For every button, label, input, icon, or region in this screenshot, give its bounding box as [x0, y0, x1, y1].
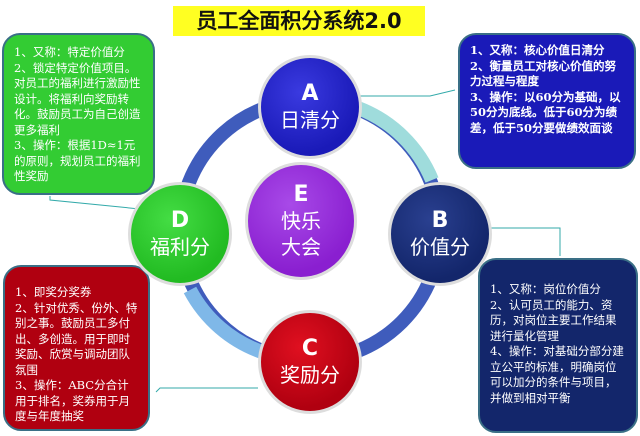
box-a-line: 2、衡量员工对核心价值的努力过程与程度 [470, 58, 617, 89]
box-c-line: 1、即奖分奖券 [15, 285, 92, 299]
box-b-line: 2、认可员工的能力、资历，对岗位主要工作结果进行量化管理 [490, 297, 617, 343]
node-d-label: 福利分 [150, 235, 210, 259]
info-box-c: 1、即奖分奖券 2、针对优秀、份外、特别之事。鼓励员工多付出、多创造。用于即时奖… [3, 265, 150, 431]
node-b-label: 价值分 [410, 235, 470, 259]
diagram-title: 员工全面积分系统2.0 [173, 6, 425, 36]
node-e-letter: E [293, 182, 309, 207]
box-d-line: 1、又称：特定价值分 [14, 45, 125, 59]
box-b-line: 1、又称：岗位价值分 [490, 282, 601, 296]
box-c-line: 2、针对优秀、份外、特别之事。鼓励员工多付出、多创造。用于即时奖励、欣赏与调动团… [15, 300, 138, 377]
node-c: C 奖励分 [258, 310, 362, 414]
node-e-line1: 快乐 [281, 209, 321, 233]
info-box-a: 1、又称：核心价值日清分 2、衡量员工对核心价值的努力过程与程度 3、操作：以6… [458, 33, 636, 169]
box-a-line: 3、操作：以60分为基础，以50分为底线。低于60分为绩差，低于50分要做绩效面… [470, 89, 621, 135]
box-c-line: 3、操作：ABC分合计用于排名，奖券用于月度与年度抽奖 [15, 378, 130, 423]
arrow-b [490, 227, 561, 256]
node-d: D 福利分 [128, 182, 232, 286]
ring-segment-ab [355, 101, 439, 183]
node-c-label: 奖励分 [280, 363, 340, 387]
node-a-letter: A [301, 81, 319, 106]
node-e-line2: 大会 [281, 235, 321, 259]
arrow-d [49, 196, 151, 211]
arrow-c [155, 387, 258, 393]
node-a: A 日清分 [258, 55, 362, 159]
node-b-letter: B [431, 208, 449, 233]
box-d-line: 2、锁定特定价值项目。对员工的福利进行激励性设计。将福利向奖励转化。鼓励员工为自… [14, 60, 141, 137]
node-d-letter: D [170, 208, 190, 233]
info-box-b: 1、又称：岗位价值分 2、认可员工的能力、资历，对岗位主要工作结果进行量化管理 … [478, 258, 638, 433]
box-b-line: 4、操作：对基础分部分建立公平的标准，明确岗位可以加分的条件与项目，并做到相对平… [490, 344, 624, 405]
box-a-line: 1、又称：核心价值日清分 [470, 43, 605, 57]
node-b: B 价值分 [388, 182, 492, 286]
node-e-center: E 快乐 大会 [245, 162, 357, 280]
arrow-a [360, 89, 456, 97]
box-d-line: 3、操作：根据1D≈1元的原则，规划员工的福利性奖励 [14, 138, 141, 183]
node-c-letter: C [301, 336, 319, 361]
info-box-d: 1、又称：特定价值分 2、锁定特定价值项目。对员工的福利进行激励性设计。将福利向… [2, 33, 155, 195]
node-a-label: 日清分 [280, 108, 340, 132]
ring-segment-cd [183, 286, 265, 359]
